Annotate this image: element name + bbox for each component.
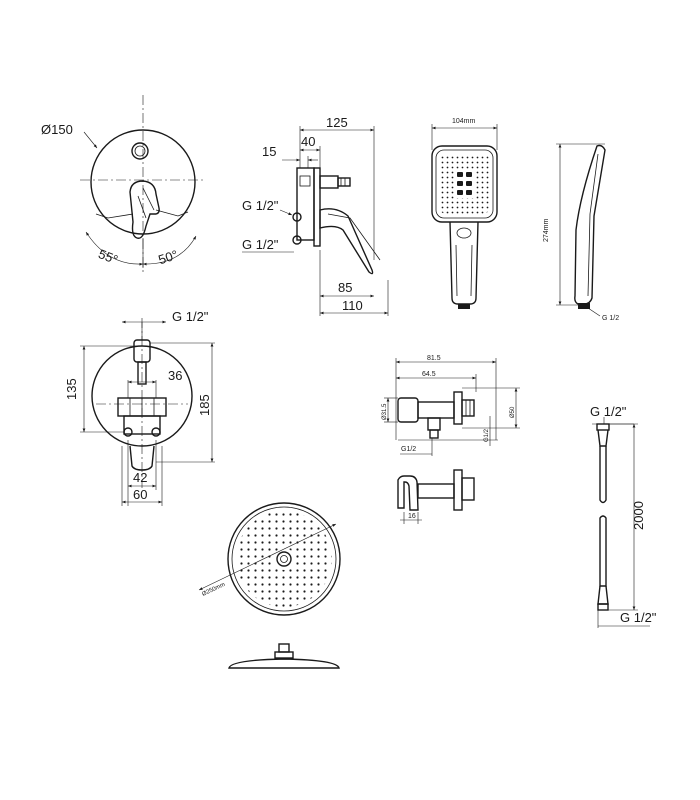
inlet-top [292,212,302,222]
dim-135: 135 [64,378,79,400]
hose-lower-segment [599,515,607,587]
mixer-front-view: 55° 50° Ø150 [41,95,206,272]
outlet-flange [453,391,463,425]
box-inlet-right [151,427,161,437]
overhead-diameter: Ø250mm [201,582,226,598]
dim-110: 110 [342,298,363,313]
diverter-knob [131,142,149,160]
mixer-side-view: 125 40 15 G 1/2" G 1/2" 85 110 [242,115,389,316]
angle-left-label: 55° [96,246,120,267]
wall-plate-edge [313,167,321,247]
shower-hose-view: G 1/2" 2000 G 1/2" [590,404,657,628]
dim-81-5: 81.5 [427,355,441,362]
hand-shower-thread: G 1/2 [602,315,619,322]
angle-right-label: 50° [156,247,179,267]
dim-85: 85 [338,280,352,295]
dim-64-5: 64.5 [422,371,436,378]
hand-shower-front-view: 104mm [431,118,498,309]
dim-40: 40 [301,134,315,149]
holder-hook [397,475,419,511]
outlet-body [417,401,455,419]
faceplate-diameter-label: Ø150 [41,122,73,137]
concealed-box-view: G 1/2" 36 135 185 42 60 [64,309,215,506]
hose-nut-top [596,423,610,431]
holder-flange [453,469,463,511]
hand-shower-width: 104mm [452,118,476,125]
mixer-lever-side [319,208,374,275]
mixer-lever [129,180,160,239]
dim-16: 16 [408,513,416,520]
hose-connector [458,304,470,309]
holder-arm [417,483,455,499]
box-inlet-left [123,427,133,437]
overhead-profile [228,658,340,669]
dim-36: 36 [168,368,182,383]
inlet-bottom [292,235,302,245]
dim-15: 15 [262,144,276,159]
hose-upper-segment [599,446,607,504]
thread-g12-bottom: G1/2 [401,446,416,453]
mixer-body [296,167,315,241]
dim-42: 42 [133,470,147,485]
wall-outlet-view: 81.5 64.5 Ø31.5 Ø50 G1/2 G1/2 [382,355,520,524]
dia-50: Ø50 [510,406,516,418]
spray-head [431,145,498,223]
dia-31-5: Ø31.5 [382,403,388,420]
hand-shower-length: 274mm [543,218,550,242]
hose-thread-bottom: G 1/2" [620,610,657,625]
overhead-shower-view: Ø250mm [198,502,341,669]
hose-nut-bottom [597,603,609,611]
dim-125: 125 [326,115,348,130]
thread-g12-side: G1/2 [484,428,490,442]
dim-185: 185 [197,394,212,416]
outlet-connector [397,397,419,423]
hand-shower-side-view: 274mm G 1/2 [543,143,619,322]
hose-length: 2000 [631,501,646,530]
overhead-connector [278,643,290,653]
box-thread-label: G 1/2" [172,309,209,324]
dim-60: 60 [133,487,147,502]
thread-top-label: G 1/2" [242,198,279,213]
hose-thread-top: G 1/2" [590,404,627,419]
thread-bottom-label: G 1/2" [242,237,279,252]
diverter-stem [319,175,339,189]
mode-button [456,227,472,239]
hand-shower-handle [449,221,479,305]
